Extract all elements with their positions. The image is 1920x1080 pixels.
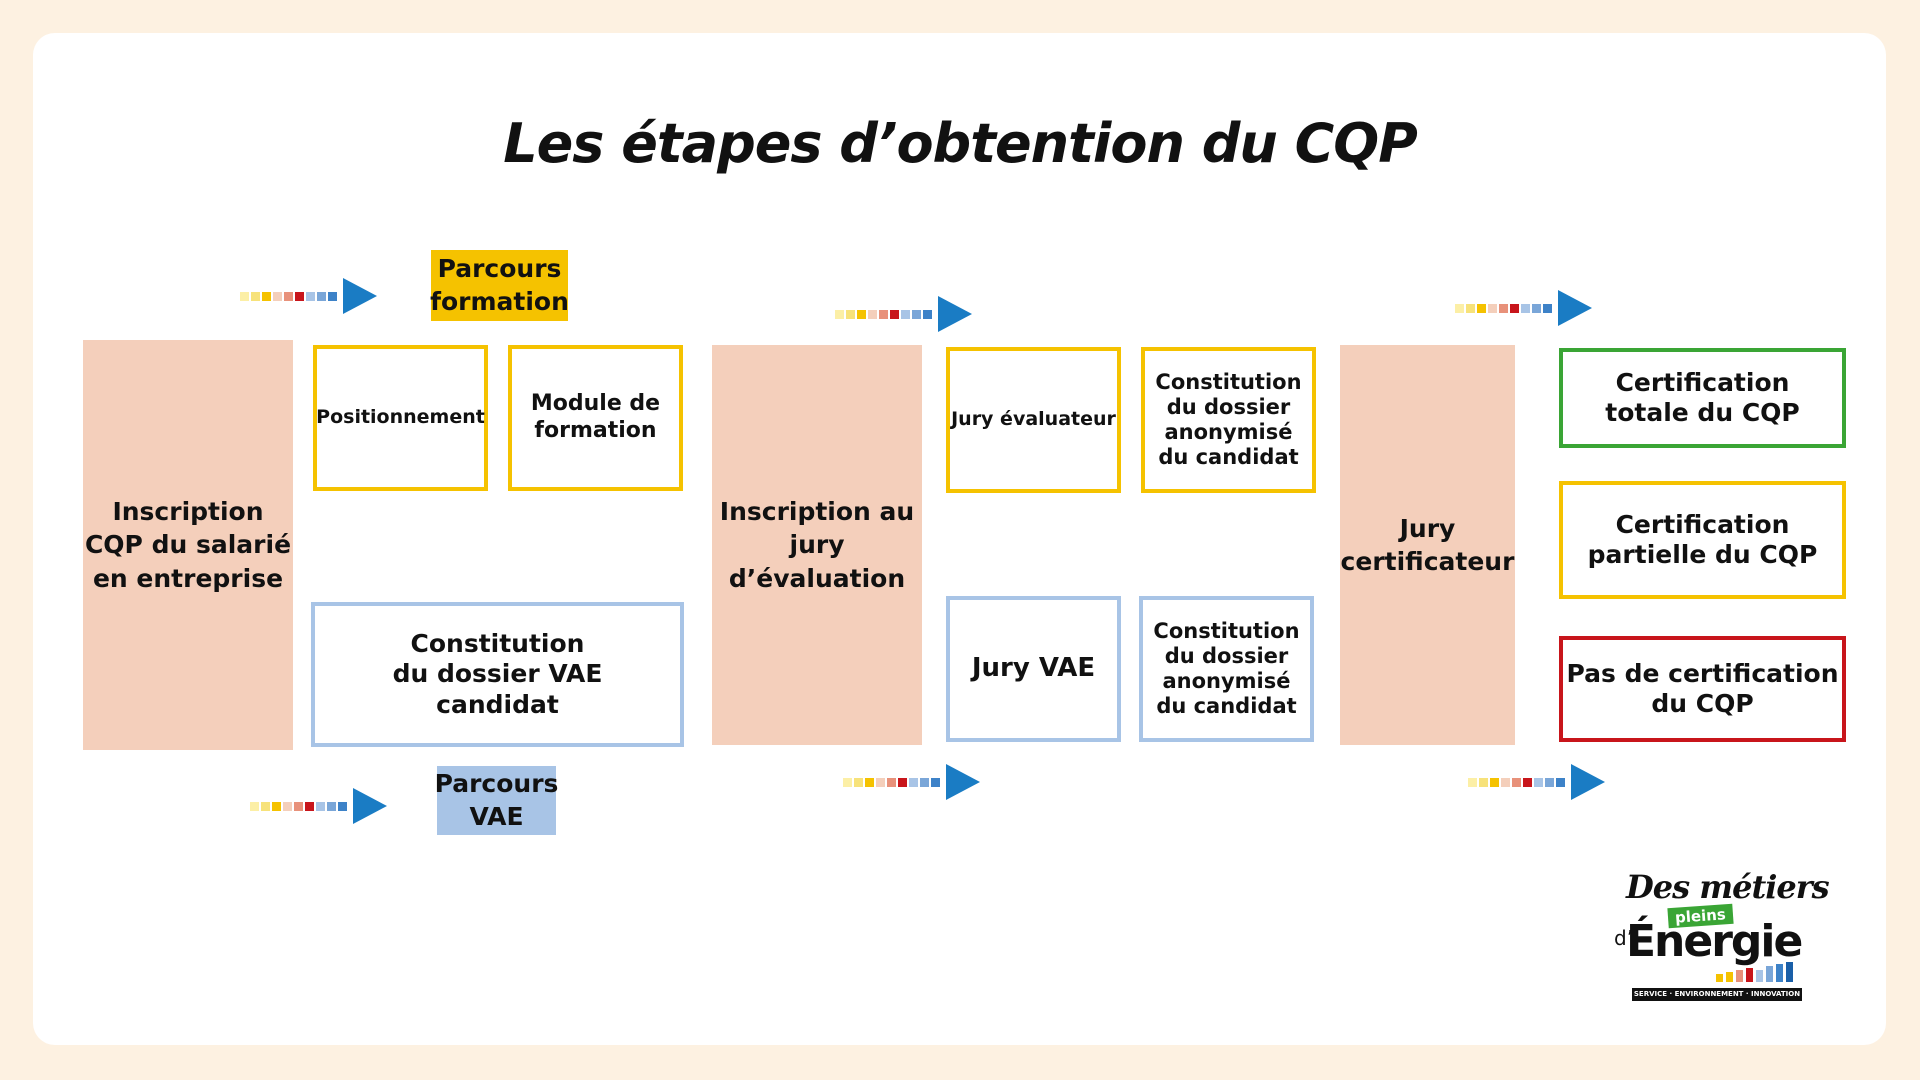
arrow-dot (240, 292, 249, 301)
arrow-dot (854, 778, 863, 787)
arrow-dot (846, 310, 855, 319)
arrow-dot (923, 310, 932, 319)
arrow-dot (1499, 304, 1508, 313)
arrow-dot (294, 802, 303, 811)
arrow-dot (1468, 778, 1477, 787)
logo-tagline: SERVICE · ENVIRONNEMENT · INNOVATION (1632, 988, 1802, 1001)
arrow-dot (835, 310, 844, 319)
logo-des-metiers: Des métiers (1626, 868, 1830, 906)
step-dossier-anonymise-formation: Constitution du dossier anonymisé du can… (1141, 347, 1316, 493)
arrow-head-icon (353, 788, 387, 824)
arrow-dot (1477, 304, 1486, 313)
arrow-dot (865, 778, 874, 787)
arrow-dot (283, 802, 292, 811)
step-inscription-cqp: Inscription CQP du salarié en entreprise (83, 340, 293, 750)
arrow-dot (879, 310, 888, 319)
arrow-dot (328, 292, 337, 301)
arrow-dot (912, 310, 921, 319)
arrow-dot (1512, 778, 1521, 787)
flow-arrow-vae-3 (1468, 764, 1605, 800)
arrow-dot (898, 778, 907, 787)
arrow-dot (1479, 778, 1488, 787)
step-dossier-anonymise-vae: Constitution du dossier anonymisé du can… (1139, 596, 1314, 742)
flow-arrow-formation-1 (240, 278, 377, 314)
arrow-dot (901, 310, 910, 319)
arrow-dot (1521, 304, 1530, 313)
arrow-head-icon (1558, 290, 1592, 326)
arrow-dot (1534, 778, 1543, 787)
step-module-formation: Module de formation (508, 345, 683, 491)
flow-arrow-formation-2 (835, 296, 972, 332)
arrow-dot (1490, 778, 1499, 787)
arrow-dot (250, 802, 259, 811)
logo-d: d’ (1614, 926, 1634, 950)
arrow-dot (261, 802, 270, 811)
arrow-dot (890, 310, 899, 319)
arrow-dot (327, 802, 336, 811)
arrow-dot (887, 778, 896, 787)
arrow-dot (1501, 778, 1510, 787)
parcours-vae-tag: Parcours VAE (435, 766, 558, 835)
arrow-dot (272, 802, 281, 811)
parcours-formation-tag: Parcours formation (430, 250, 569, 321)
flow-arrow-formation-3 (1455, 290, 1592, 326)
step-dossier-vae: Constitution du dossier VAE candidat (311, 602, 684, 747)
arrow-dot (1488, 304, 1497, 313)
outcome-certification-totale: Certification totale du CQP (1559, 348, 1846, 448)
arrow-dot (876, 778, 885, 787)
arrow-dot (931, 778, 940, 787)
arrow-dot (920, 778, 929, 787)
arrow-dot (909, 778, 918, 787)
outcome-pas-de-certification: Pas de certification du CQP (1559, 636, 1846, 742)
flow-arrow-vae-1 (250, 788, 387, 824)
step-jury-certificateur: Jury certificateur (1340, 345, 1515, 745)
outcome-certification-partielle: Certification partielle du CQP (1559, 481, 1846, 599)
arrow-dot (1543, 304, 1552, 313)
arrow-dot (1523, 778, 1532, 787)
arrow-dot (251, 292, 260, 301)
arrow-dot (1532, 304, 1541, 313)
arrow-dot (262, 292, 271, 301)
logo-bars-icon (1716, 962, 1793, 982)
arrow-dot (843, 778, 852, 787)
flow-arrow-vae-2 (843, 764, 980, 800)
arrow-head-icon (343, 278, 377, 314)
arrow-dot (857, 310, 866, 319)
step-jury-evaluateur: Jury évaluateur (946, 347, 1121, 493)
arrow-head-icon (938, 296, 972, 332)
arrow-head-icon (946, 764, 980, 800)
arrow-head-icon (1571, 764, 1605, 800)
step-inscription-jury: Inscription au jury d’évaluation (712, 345, 922, 745)
arrow-dot (273, 292, 282, 301)
arrow-dot (1455, 304, 1464, 313)
diagram-title: Les étapes d’obtention du CQP (503, 112, 1418, 175)
step-jury-vae: Jury VAE (946, 596, 1121, 742)
arrow-dot (284, 292, 293, 301)
arrow-dot (1466, 304, 1475, 313)
step-positionnement: Positionnement (313, 345, 488, 491)
arrow-dot (295, 292, 304, 301)
arrow-dot (1510, 304, 1519, 313)
arrow-dot (306, 292, 315, 301)
logo-energie: Énergie (1626, 916, 1803, 967)
arrow-dot (316, 802, 325, 811)
arrow-dot (317, 292, 326, 301)
arrow-dot (338, 802, 347, 811)
arrow-dot (305, 802, 314, 811)
arrow-dot (1545, 778, 1554, 787)
arrow-dot (1556, 778, 1565, 787)
brand-logo: Des métiers pleins d’ Énergie SERVICE · … (1612, 860, 1830, 1010)
arrow-dot (868, 310, 877, 319)
